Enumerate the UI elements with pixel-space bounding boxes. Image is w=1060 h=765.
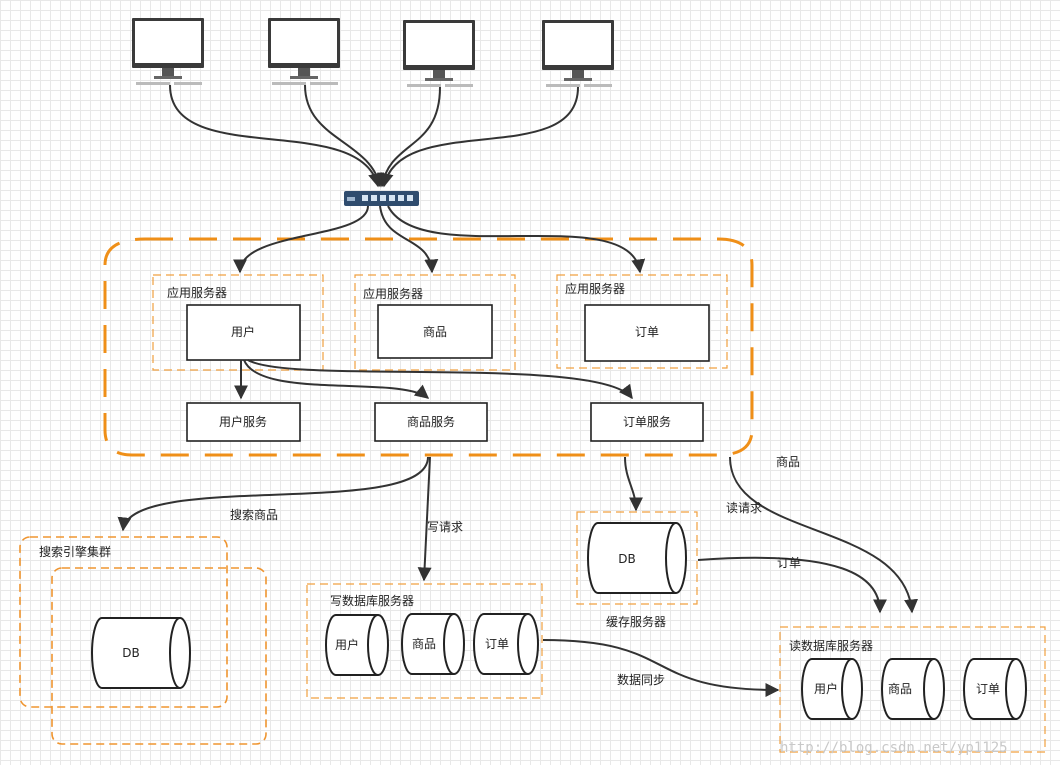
order-service-box [590,402,704,442]
user-service-label: 用户服务 [219,414,267,429]
write-db-users-label: 用户 [335,637,359,652]
edge-order-service-to-cache [624,456,643,512]
read-db-products-cylinder [881,658,945,720]
search-cluster-title: 搜索引擎集群 [39,544,111,559]
write-db-users-cylinder [325,614,389,676]
orders-module-box [584,304,710,362]
cache-db-cylinder [587,522,687,594]
edge-label-search-products: 搜索商品 [230,507,278,522]
edge-product-service-to-write-db [417,456,432,582]
read-db-title: 读数据库服务器 [789,638,873,653]
edge-client4-switch [379,86,579,188]
read-db-orders-cylinder [963,658,1027,720]
app-server-title: 应用服务器 [363,286,423,301]
cache-db-label: DB [618,552,635,566]
app-server-boundary [354,274,516,371]
products-module-label: 商品 [423,324,447,339]
app-server-users: 应用服务器 用户 [152,274,324,371]
edge-data-sync [542,639,780,697]
write-db-orders-cylinder [473,613,539,675]
search-cluster-back-boundary [19,536,228,708]
watermark-text: http://blog.csdn.net/yp1125 [780,740,1008,756]
app-cluster-boundary [103,237,754,457]
write-db-title: 写数据库服务器 [330,593,414,608]
monitor-icon [268,18,340,85]
edge-client1-switch [169,84,382,188]
users-module-box [186,304,301,361]
search-db-cylinder [91,617,191,689]
app-server-boundary [152,274,324,371]
edge-label-data-sync: 数据同步 [617,672,665,687]
read-db-orders-label: 订单 [976,682,1000,696]
user-service-box [186,402,301,442]
edge-label-read-request: 读请求 [726,501,762,515]
write-db-orders-label: 订单 [485,637,509,651]
edge-label-products: 商品 [776,454,800,469]
network-switch-icon [344,191,419,206]
edge-order-service-read-request [729,456,918,614]
write-db-products-cylinder [401,613,465,675]
cache-boundary [576,511,698,605]
read-db-users-label: 用户 [814,681,838,696]
edge-switch-app3 [387,205,646,274]
client-computer-4 [542,20,614,87]
app-server-title: 应用服务器 [565,281,625,296]
app-server-orders: 应用服务器 订单 [556,274,728,369]
edge-client2-switch [304,84,385,188]
users-module-label: 用户 [231,324,255,339]
write-db-server: 写数据库服务器 用户 商品 订单 [306,583,543,699]
write-db-products-label: 商品 [412,636,436,651]
app-server-boundary [556,274,728,369]
product-service-box [374,402,488,442]
order-service-label: 订单服务 [623,414,671,429]
search-engine-cluster: 搜索引擎集群 DB [19,536,267,745]
cache-title: 缓存服务器 [606,614,666,629]
client-computer-2 [268,18,340,85]
read-db-products-label: 商品 [888,681,912,696]
monitor-icon [542,20,614,87]
client-computer-3 [403,20,475,87]
read-db-boundary [779,626,1046,753]
search-db-label: DB [122,646,139,660]
orders-module-label: 订单 [635,325,659,339]
app-server-title: 应用服务器 [167,285,227,300]
cache-server: DB 缓存服务器 [576,511,698,629]
edge-users-to-product-service [243,359,430,399]
monitor-icon [132,18,204,85]
edge-product-service-to-search [117,456,429,532]
products-module-box [377,304,493,359]
client-computer-1 [132,18,204,85]
product-service-label: 商品服务 [407,414,455,429]
app-server-products: 应用服务器 商品 [354,274,516,371]
edge-users-to-order-service [247,359,633,400]
edge-cache-to-read-db [697,556,887,614]
read-db-server: 读数据库服务器 用户 商品 订单 [779,626,1046,753]
monitor-icon [403,20,475,87]
edge-label-orders: 订单 [777,556,801,570]
edge-switch-app2 [379,205,439,274]
edge-label-write-request: 写请求 [427,520,463,534]
write-db-boundary [306,583,543,699]
read-db-users-cylinder [801,658,863,720]
search-cluster-front-boundary [51,567,267,745]
edge-switch-app1 [233,205,369,274]
